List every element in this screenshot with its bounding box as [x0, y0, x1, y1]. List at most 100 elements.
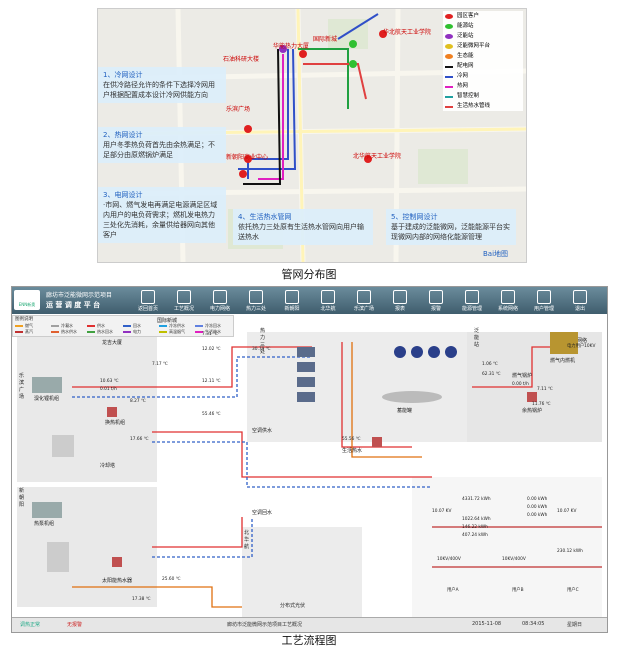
- power-readout: 电力用户10KV: [567, 344, 596, 349]
- status-weekday: 星期日: [567, 622, 583, 628]
- zone-power-network: [412, 477, 602, 617]
- power-readout: 10KV/400V: [502, 557, 526, 562]
- note-hot-water: 4、生活热水管网 依托热力三处原有生活热水管网向用户输送热水: [233, 209, 373, 245]
- nav-button-network[interactable]: 系统网络: [492, 288, 524, 313]
- network-icon: [501, 290, 515, 304]
- zone-leben: [17, 337, 157, 482]
- scada-panel: ENN新奥 廊坊市泛能微网示范项目 运 营 调 度 平 台 返回首页工艺概况电力…: [11, 286, 608, 633]
- map-legend-item: 泛能微网平台: [443, 41, 523, 51]
- gas-engine: [550, 332, 578, 354]
- zone-label: 北华航: [244, 530, 250, 550]
- chart-icon: [465, 290, 479, 304]
- legend-item: 热水回水: [87, 329, 113, 335]
- place-label: 乐滨广场: [226, 106, 251, 113]
- nav-button-chart[interactable]: 能源管理: [456, 288, 488, 313]
- nav-button-power-grid[interactable]: 电力网络: [204, 288, 236, 313]
- power-readout: 407.24 kWh: [462, 533, 488, 538]
- orange-circle-icon: [445, 54, 453, 59]
- map-legend-item: 生活热水管线: [443, 101, 523, 111]
- legend-item: 热水供水: [51, 329, 77, 335]
- equip-label: 太阳能热水器: [102, 578, 133, 584]
- temperature-readout: 11.76 ℃: [532, 402, 551, 407]
- temperature-readout: 17.66 ℃: [130, 437, 149, 442]
- power-readout: 146.22 kWh: [462, 525, 488, 530]
- map-legend-item: 配电网: [443, 61, 523, 71]
- zone-label: 国际新城: [157, 318, 178, 324]
- temperature-readout: 1.06 ℃: [482, 362, 498, 367]
- status-running: 调热正常: [20, 622, 41, 628]
- temperature-readout: 62.31 ℃: [482, 372, 501, 377]
- place-label: 石油科研大楼: [223, 56, 260, 63]
- equip-label: 热泵机组: [34, 521, 55, 527]
- logo: ENN新奥: [14, 290, 40, 310]
- note-control-network: 5、控制网设计 基于建成的泛能微网，泛能能源平台实现微网内部的网络化能源管理: [386, 209, 516, 245]
- equip-label: 溴化锂机组: [34, 396, 60, 402]
- building-icon: [285, 290, 299, 304]
- equip-label: 生活热水: [342, 448, 363, 454]
- temperature-readout: 55.46 ℃: [202, 412, 221, 417]
- equip-label: 分布式光伏: [280, 603, 306, 609]
- green-circle-icon: [445, 24, 453, 29]
- legend-item: 高温烟气: [159, 329, 185, 335]
- status-date: 2015-11-08: [472, 621, 502, 627]
- map-legend-item: 冷网: [443, 71, 523, 81]
- campus-icon: [321, 290, 335, 304]
- legend-item: 电力: [123, 329, 141, 335]
- nav-button-heat-plant[interactable]: 热力三处: [240, 288, 272, 313]
- power-icon: [573, 290, 587, 304]
- building-image: [52, 435, 74, 457]
- red-line-icon: [445, 106, 453, 108]
- black-line-icon: [445, 66, 453, 68]
- legend-item: 供水: [87, 323, 105, 329]
- yellow-circle-icon: [445, 44, 453, 49]
- bell-icon: [429, 290, 443, 304]
- map-legend-item: 能源站: [443, 21, 523, 31]
- status-title: 廊坊市泛能微网示范项目工艺概况: [227, 622, 303, 628]
- legend-item: 回水: [123, 323, 141, 329]
- magenta-line-icon: [445, 86, 453, 88]
- temperature-readout: 10.63 ℃: [100, 379, 119, 384]
- temperature-readout: 25.60 ℃: [162, 577, 181, 582]
- blue-line-icon: [445, 76, 453, 78]
- note-heat-network: 2、热网设计 用户冬季热负荷首先由余热满足；不足部分由原燃锅炉满足: [98, 127, 226, 163]
- power-readout: 0.00 kWh: [527, 497, 548, 502]
- equip-label: 空调供水: [252, 428, 273, 434]
- nav-button-campus[interactable]: 北华航: [312, 288, 344, 313]
- temperature-readout: 0.01 t/h: [100, 387, 117, 392]
- nav-button-building[interactable]: 新朝阳: [276, 288, 308, 313]
- nav-button-bell[interactable]: 报警: [420, 288, 452, 313]
- equip-label: 蓄能罐: [397, 408, 413, 414]
- system-subtitle: 运 营 调 度 平 台: [46, 301, 101, 309]
- zone-label: 热力三处: [260, 328, 266, 355]
- legend-item: 燃气: [15, 323, 33, 329]
- nav-button-power[interactable]: 退出: [564, 288, 596, 313]
- note-cold-network: 1、冷网设计 在供冷路径允许的条件下选择冷网用户根据配置成本设计冷网供能方向: [98, 67, 226, 103]
- nav-button-report[interactable]: 报表: [384, 288, 416, 313]
- map-legend: 园区客户能源站泛能站泛能微网平台生态能配电网冷网热网智慧控制生活热水管线: [443, 11, 523, 111]
- power-readout: 0.00 kWh: [527, 513, 548, 518]
- building-image: [47, 542, 69, 572]
- temperature-readout: 12.02 ℃: [202, 347, 221, 352]
- nav-button-user[interactable]: 用户管理: [528, 288, 560, 313]
- nav-button-plaza[interactable]: 乐滨广场: [348, 288, 380, 313]
- red-circle-icon: [445, 14, 453, 19]
- zone-label: 新朝阳: [19, 488, 25, 508]
- report-icon: [393, 290, 407, 304]
- temperature-readout: 7.31 ℃: [202, 332, 218, 337]
- equip-label: 燃气内燃机: [550, 358, 576, 364]
- nav-button-process[interactable]: 工艺概况: [168, 288, 200, 313]
- legend-item: 生活热水: [195, 329, 221, 335]
- map-watermark: Bai地图: [483, 250, 509, 258]
- nav-button-home[interactable]: 返回首页: [132, 288, 164, 313]
- system-title: 廊坊市泛能微网示范项目: [46, 292, 113, 299]
- map-legend-item: 泛能站: [443, 31, 523, 41]
- pipeline-map[interactable]: 石油科研大楼 华能热力大厦 国际新城 乐滨广场 新朝阳商业中心 北华航天工业学院…: [97, 8, 527, 263]
- equip-label: 余热锅炉: [522, 408, 543, 414]
- chiller-unit: [32, 377, 62, 393]
- zone-label: 乐滨广场: [19, 373, 25, 400]
- zone-label: 龙吉大厦: [102, 340, 123, 346]
- process-legend: 图例说明 燃气冷凝水供水回水冷冻供水冷冻回水蒸汽热水供水热水回水电力高温烟气生活…: [12, 315, 234, 337]
- power-readout: 1022.64 kWh: [462, 517, 491, 522]
- equip-label: 冷却塔: [100, 463, 116, 469]
- purple-circle-icon: [445, 34, 453, 39]
